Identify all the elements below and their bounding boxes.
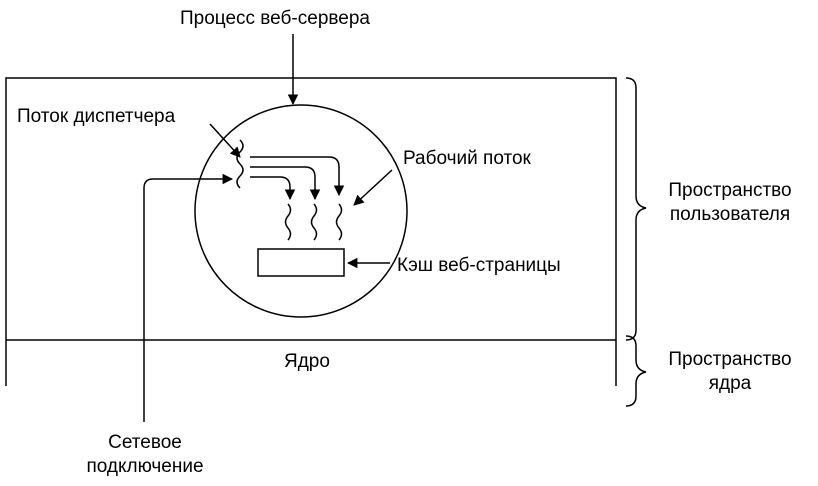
web-server-process-label: Процесс веб-сервера [180,8,370,29]
dispatch-arrow-1 [250,156,345,197]
dispatcher-label-arrow [209,123,241,158]
network-connection-label-line2: подключение [86,456,204,477]
dispatcher-thread-squiggle [236,139,244,189]
worker-thread-label: Рабочий поток [403,148,531,169]
worker-thread-squiggle-2 [310,203,318,241]
network-connection-arrow [143,173,234,422]
user-space-label-line2: пользователя [669,204,791,225]
kernel-label: Ядро [284,351,330,372]
worker-label-arrow [353,169,393,206]
web-page-cache-box [257,248,345,277]
kernel-space-brace [625,335,647,407]
dispatch-arrow-3 [250,176,296,201]
kernel-space-label-line1: Пространство [668,349,792,370]
dispatch-arrow-2 [250,166,321,201]
network-connection-label-line1: Сетевое [108,432,182,453]
web-server-process-circle [194,104,408,318]
worker-thread-squiggle-1 [284,203,292,241]
user-space-label-line1: Пространство [668,180,792,201]
kernel-space-label-line2: ядра [708,373,752,394]
user-space-box [5,77,617,386]
dispatcher-thread-label: Поток диспетчера [17,106,176,127]
web-page-cache-label: Кэш веб-страницы [397,255,561,276]
user-space-brace [625,77,647,341]
worker-thread-squiggle-3 [335,203,343,241]
